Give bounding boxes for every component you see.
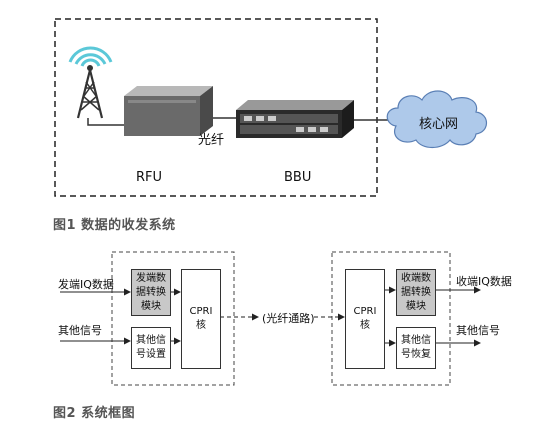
rx-cpri-core: CPRI 核: [345, 269, 385, 369]
transmit-side-boundary: [111, 251, 235, 386]
core-network-cloud-icon: [386, 90, 488, 149]
figure-2-caption: 图2 系统框图: [53, 406, 136, 421]
tx-iq-label: 发端IQ数据: [58, 278, 114, 291]
figure-1-graphics: [54, 18, 488, 197]
box-line: 收端数: [401, 272, 431, 284]
box-line: 号设置: [136, 349, 166, 360]
box-line: 核: [195, 320, 206, 331]
rx-other-signal-restore-module: 其他信 号恢复: [396, 327, 436, 369]
tx-other-signal-settings-module: 其他信 号设置: [131, 327, 171, 369]
rx-iq-label: 收端IQ数据: [456, 275, 512, 288]
box-line: 据转换: [401, 286, 431, 298]
box-line: 模块: [406, 300, 426, 312]
box-line: 发端数: [136, 272, 166, 284]
box-line: CPRI: [189, 306, 213, 317]
box-line: 据转换: [136, 286, 166, 298]
core-network-label: 核心网: [419, 117, 459, 132]
system-boundary: [54, 18, 378, 197]
box-line: 其他信: [136, 335, 166, 346]
bbu-device-icon: [236, 100, 354, 138]
tx-other-label: 其他信号: [58, 324, 102, 337]
antenna-tower-icon: [68, 46, 113, 119]
box-line: 核: [359, 320, 370, 331]
antenna-cable: [87, 118, 126, 126]
rfu-device-icon: [124, 86, 213, 136]
box-line: CPRI: [353, 306, 377, 317]
box-line: 模块: [141, 300, 161, 312]
fiber-label: 光纤: [198, 133, 225, 148]
figure-1-caption: 图1 数据的收发系统: [53, 218, 176, 233]
tx-data-conversion-module: 发端数 据转换 模块: [131, 269, 171, 316]
rfu-label: RFU: [136, 170, 163, 185]
tx-cpri-core: CPRI 核: [181, 269, 221, 369]
bbu-label: BBU: [284, 170, 312, 185]
fiber-channel-label: (光纤通路): [262, 312, 315, 325]
rx-other-label: 其他信号: [456, 324, 500, 337]
receive-side-boundary: [331, 251, 451, 386]
box-line: 号恢复: [401, 349, 431, 360]
box-line: 其他信: [401, 335, 431, 346]
rx-data-conversion-module: 收端数 据转换 模块: [396, 269, 436, 316]
